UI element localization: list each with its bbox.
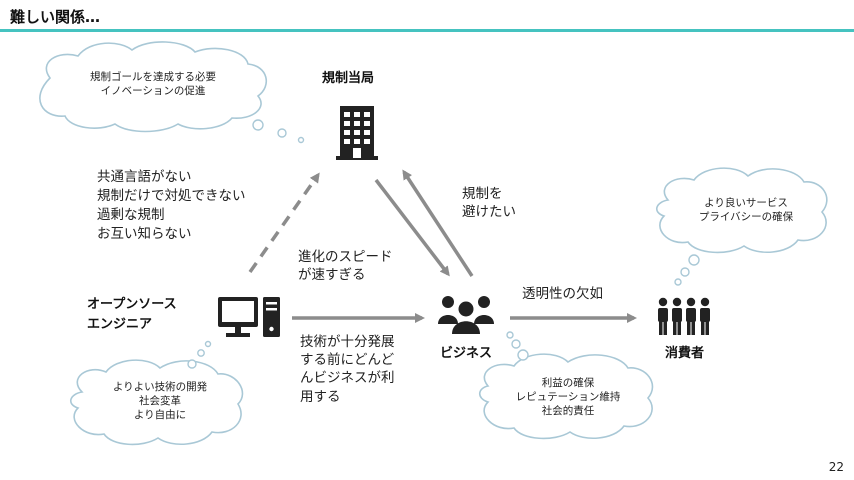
transparency-label: 透明性の欠如 xyxy=(522,286,603,302)
cloud-consumer xyxy=(656,167,828,286)
arrow-regulator-to-business xyxy=(374,178,450,277)
computer-icon xyxy=(218,297,280,337)
people-group-icon xyxy=(438,296,494,334)
cloud-engineer xyxy=(70,340,244,446)
building-icon xyxy=(336,106,378,160)
slide-title: 難しい関係… xyxy=(10,8,101,26)
regulator-label: 規制当局 xyxy=(322,71,375,86)
avoid-regulation-label: 規制を 避けたい xyxy=(462,186,516,221)
cloud-consumer-text: より良いサービス プライバシーの確保 xyxy=(698,197,794,224)
cloud-engineer-text: よりよい技術の開発 社会変革 より自由に xyxy=(112,381,208,422)
tech-adoption-label: 技術が十分発展 する前にどんど んビジネスが利 用する xyxy=(300,334,395,405)
arrow-engineer-to-regulator xyxy=(248,172,320,274)
cloud-business xyxy=(478,331,654,440)
people-row-icon xyxy=(658,297,710,335)
title-underline xyxy=(0,29,854,32)
engineer-label: オープンソース エンジニア xyxy=(87,297,177,333)
page-number: 22 xyxy=(828,460,844,474)
cloud-business-text: 利益の確保 レピュテーション維持 社会的責任 xyxy=(515,377,621,418)
business-label: ビジネス xyxy=(440,346,493,361)
arrow-business-to-regulator xyxy=(402,169,474,277)
cloud-regulator xyxy=(39,41,305,144)
evolution-speed-label: 進化のスピード が速すぎる xyxy=(298,249,393,284)
consumer-label: 消費者 xyxy=(665,346,705,361)
engineer-regulator-issues: 共通言語がない 規制だけで対処できない 過剰な規制 お互い知らない xyxy=(97,169,246,242)
cloud-regulator-text: 規制ゴールを達成する必要 イノベーションの促進 xyxy=(90,71,216,98)
